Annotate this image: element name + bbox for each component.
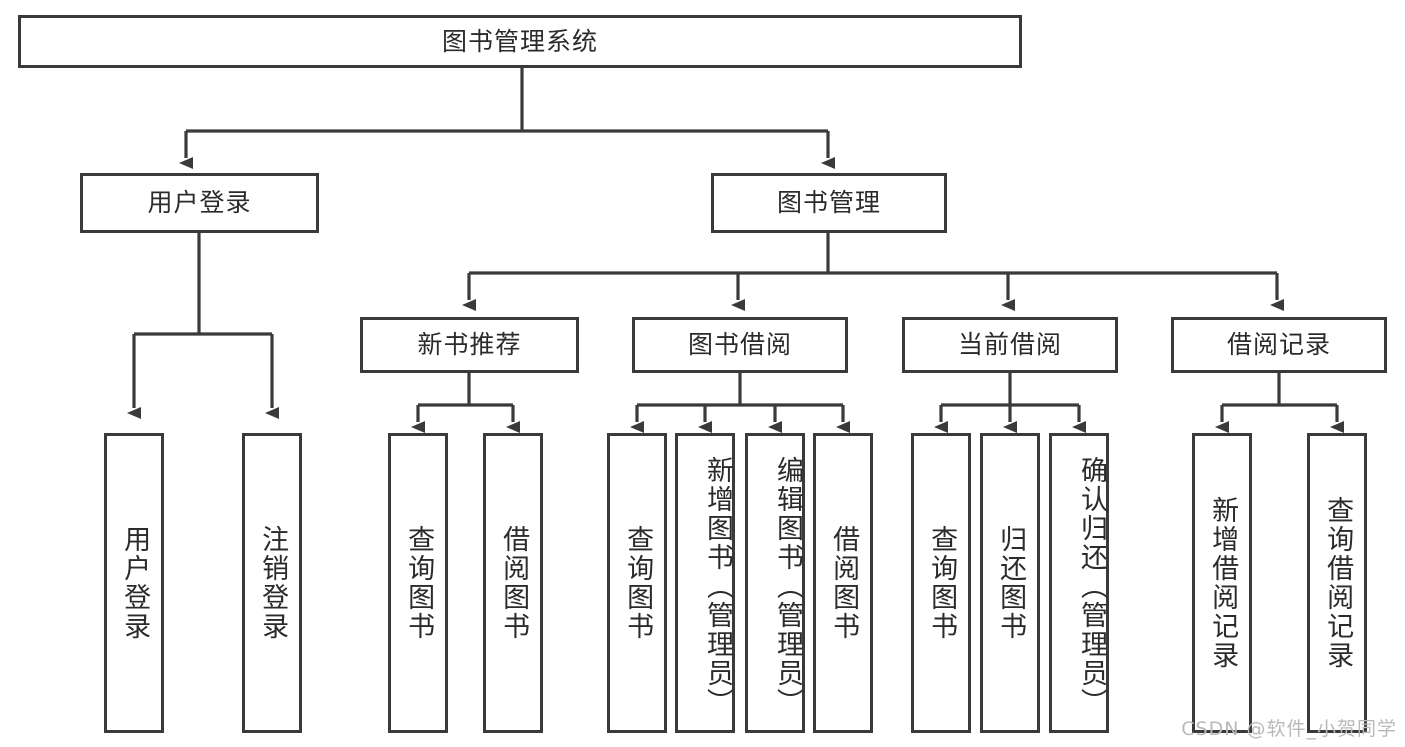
node-leaf-query-book-3[interactable]: 查询图书 bbox=[911, 433, 971, 733]
node-leaf-borrow-book-1[interactable]: 借阅图书 bbox=[483, 433, 543, 733]
node-user-login[interactable]: 用户登录 bbox=[80, 173, 319, 233]
node-book-borrow[interactable]: 图书借阅 bbox=[632, 317, 848, 373]
node-leaf-return-book[interactable]: 归还图书 bbox=[980, 433, 1040, 733]
node-leaf-logout[interactable]: 注销登录 bbox=[242, 433, 302, 733]
node-leaf-query-book-2[interactable]: 查询图书 bbox=[607, 433, 667, 733]
node-leaf-query-record[interactable]: 查询借阅记录 bbox=[1307, 433, 1367, 733]
node-leaf-edit-book[interactable]: 编辑图书（管理员） bbox=[745, 433, 805, 733]
node-leaf-query-book-1[interactable]: 查询图书 bbox=[388, 433, 448, 733]
node-leaf-user-login[interactable]: 用户登录 bbox=[104, 433, 164, 733]
node-new-book-recommend[interactable]: 新书推荐 bbox=[360, 317, 579, 373]
node-book-manage[interactable]: 图书管理 bbox=[711, 173, 947, 233]
watermark-label: CSDN @软件_小贺同学 bbox=[1181, 718, 1397, 740]
node-root-system[interactable]: 图书管理系统 bbox=[18, 15, 1022, 68]
node-leaf-add-book[interactable]: 新增图书（管理员） bbox=[675, 433, 735, 733]
node-leaf-add-record[interactable]: 新增借阅记录 bbox=[1192, 433, 1252, 733]
node-borrow-record[interactable]: 借阅记录 bbox=[1171, 317, 1387, 373]
node-current-borrow[interactable]: 当前借阅 bbox=[902, 317, 1118, 373]
node-leaf-confirm-return[interactable]: 确认归还（管理员） bbox=[1049, 433, 1109, 733]
node-leaf-borrow-book-2[interactable]: 借阅图书 bbox=[813, 433, 873, 733]
